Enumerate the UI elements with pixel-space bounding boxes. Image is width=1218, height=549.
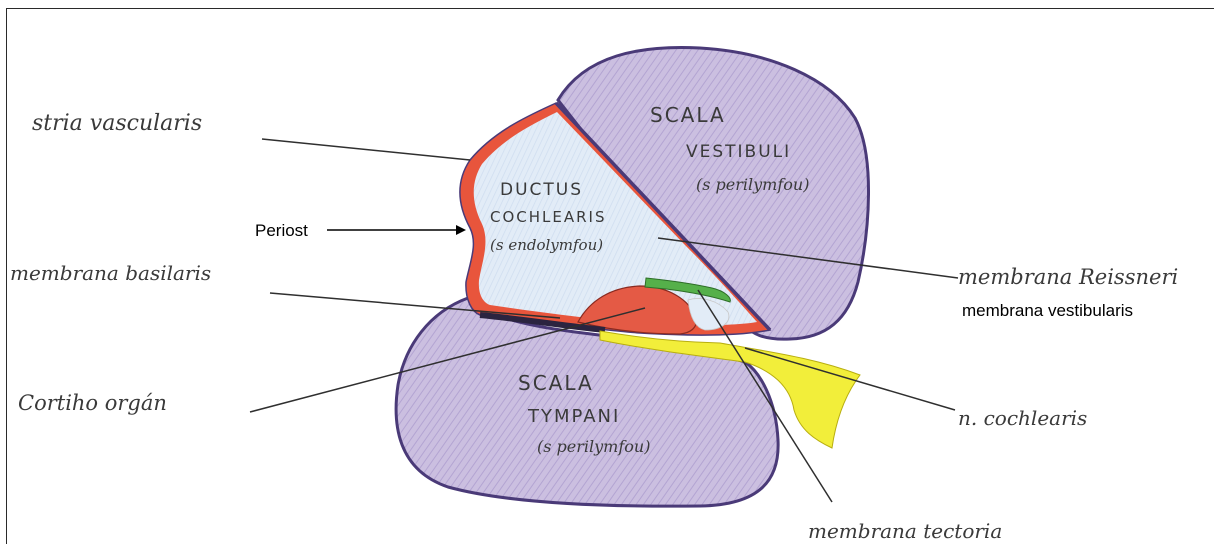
scala-vestibuli-line3: (s perilymfou) xyxy=(696,175,809,194)
ductus-cochlearis-line2: COCHLEARIS xyxy=(490,208,607,226)
scala-tympani-line2: TYMPANI xyxy=(527,406,620,427)
label-membrana-basilaris: membrana basilaris xyxy=(10,261,211,285)
label-membrana-tectoria: membrana tectoria xyxy=(808,519,1002,543)
ductus-cochlearis-line3: (s endolymfou) xyxy=(490,236,603,254)
label-cortiho-organ: Cortiho orgán xyxy=(18,391,167,415)
scala-tympani-line3: (s perilymfou) xyxy=(537,437,650,456)
scala-tympani-line1: SCALA xyxy=(518,371,594,395)
scala-vestibuli-line1: SCALA xyxy=(650,103,726,127)
label-membrana-reissneri: membrana Reissneri xyxy=(958,265,1178,289)
ductus-cochlearis-line1: DUCTUS xyxy=(500,180,583,200)
scala-vestibuli-line2: VESTIBULI xyxy=(686,142,791,162)
label-periost: Periost xyxy=(255,221,308,240)
label-membrana-vestibularis: membrana vestibularis xyxy=(962,301,1133,320)
periost-arrowhead xyxy=(456,225,466,235)
pointer-stria xyxy=(262,139,470,160)
label-stria-vascularis: stria vascularis xyxy=(32,111,202,136)
label-n-cochlearis: n. cochlearis xyxy=(958,406,1087,430)
